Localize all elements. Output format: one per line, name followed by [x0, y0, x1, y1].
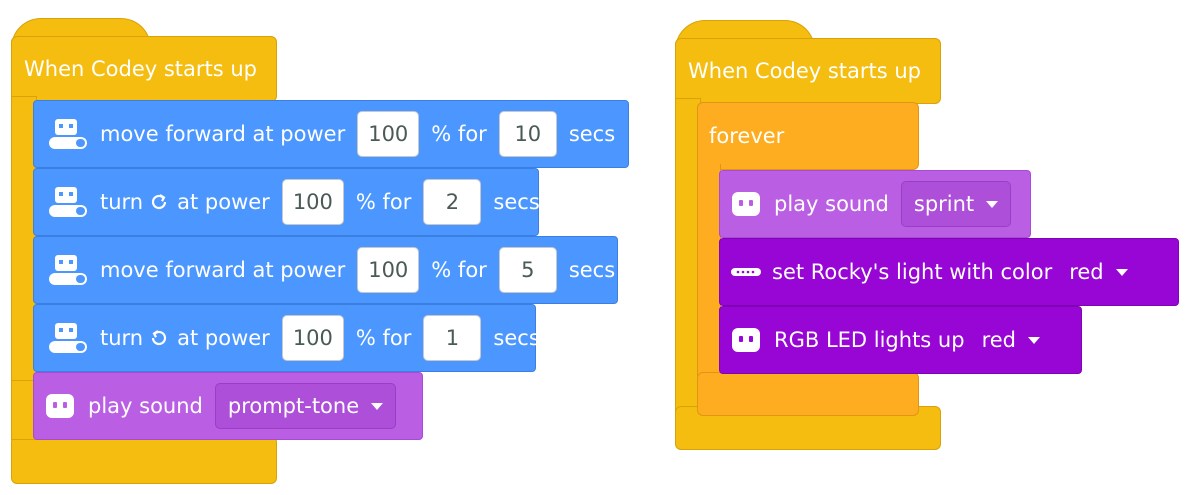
- move-forward-block[interactable]: move forward at power 100 % for 5 secs: [33, 236, 618, 304]
- turn-counterclockwise-block[interactable]: turn at power 100 % for 1 secs: [33, 304, 540, 372]
- time-input[interactable]: 2: [423, 179, 482, 225]
- turn-clockwise-block[interactable]: turn at power 100 % for 2 secs: [33, 168, 540, 236]
- chevron-down-icon: [371, 402, 384, 410]
- hat-label: When Codey starts up: [688, 59, 922, 83]
- block-text: % for: [431, 122, 487, 146]
- rgb-led-lights-up-block[interactable]: RGB LED lights up red: [719, 306, 1082, 374]
- chevron-down-icon: [986, 200, 999, 208]
- block-text: % for: [355, 326, 412, 350]
- hat-label: When Codey starts up: [24, 57, 258, 81]
- time-input[interactable]: 10: [498, 111, 557, 157]
- left-hat-foot-spine: [11, 380, 37, 440]
- block-text: secs: [568, 258, 616, 282]
- block-text: at power: [177, 326, 270, 350]
- block-text: RGB LED lights up: [774, 328, 965, 352]
- sound-dropdown-value: sprint: [913, 192, 975, 216]
- forever-label: forever: [709, 124, 785, 148]
- time-input[interactable]: 1: [423, 315, 482, 361]
- block-text: play sound: [88, 394, 203, 418]
- play-sound-block[interactable]: play sound prompt-tone: [33, 372, 423, 440]
- sound-dropdown-value: prompt-tone: [227, 394, 360, 418]
- color-dropdown[interactable]: red: [1056, 249, 1140, 295]
- block-text: turn: [100, 326, 144, 350]
- block-text: move forward at power: [100, 258, 346, 282]
- rocky-robot-icon: [46, 252, 90, 288]
- left-when-codey-starts-up-block[interactable]: When Codey starts up: [11, 36, 277, 102]
- codey-face-icon: [42, 388, 78, 424]
- block-text: secs: [568, 122, 616, 146]
- sound-dropdown[interactable]: sprint: [900, 181, 1012, 227]
- block-text: at power: [177, 190, 270, 214]
- rotate-clockwise-icon: [149, 192, 169, 212]
- codey-face-icon: [728, 322, 764, 358]
- left-hat-foot: [11, 436, 277, 484]
- power-input[interactable]: 100: [281, 315, 344, 361]
- chevron-down-icon: [1115, 268, 1128, 276]
- time-input[interactable]: 5: [498, 247, 557, 293]
- block-text: % for: [431, 258, 487, 282]
- forever-loop-spine: [697, 164, 721, 376]
- color-dropdown[interactable]: red: [969, 317, 1053, 363]
- color-dropdown-value: red: [981, 328, 1016, 352]
- block-text: play sound: [774, 192, 889, 216]
- block-text: % for: [355, 190, 412, 214]
- sound-dropdown[interactable]: prompt-tone: [214, 383, 397, 429]
- set-rocky-light-block[interactable]: set Rocky's light with color red: [719, 238, 1179, 306]
- power-input[interactable]: 100: [357, 247, 420, 293]
- block-text: turn: [100, 190, 144, 214]
- play-sound-block[interactable]: play sound sprint: [719, 170, 1031, 238]
- power-input[interactable]: 100: [357, 111, 420, 157]
- light-strip-icon: [730, 254, 762, 290]
- right-when-codey-starts-up-block[interactable]: When Codey starts up: [675, 38, 941, 104]
- chevron-down-icon: [1028, 336, 1040, 344]
- block-text: secs: [493, 190, 540, 214]
- left-hat-spine: [11, 96, 37, 386]
- rocky-robot-icon: [46, 184, 90, 220]
- rocky-robot-icon: [46, 116, 90, 152]
- rocky-robot-icon: [46, 320, 90, 356]
- block-text: move forward at power: [100, 122, 346, 146]
- codey-face-icon: [728, 186, 764, 222]
- move-forward-block[interactable]: move forward at power 100 % for 10 secs: [33, 100, 629, 168]
- rotate-counterclockwise-icon: [149, 328, 169, 348]
- block-text: set Rocky's light with color: [772, 260, 1053, 284]
- forever-loop-foot: [697, 372, 919, 416]
- power-input[interactable]: 100: [281, 179, 344, 225]
- block-text: secs: [493, 326, 540, 350]
- forever-loop-top[interactable]: forever: [697, 102, 919, 170]
- color-dropdown-value: red: [1069, 260, 1104, 284]
